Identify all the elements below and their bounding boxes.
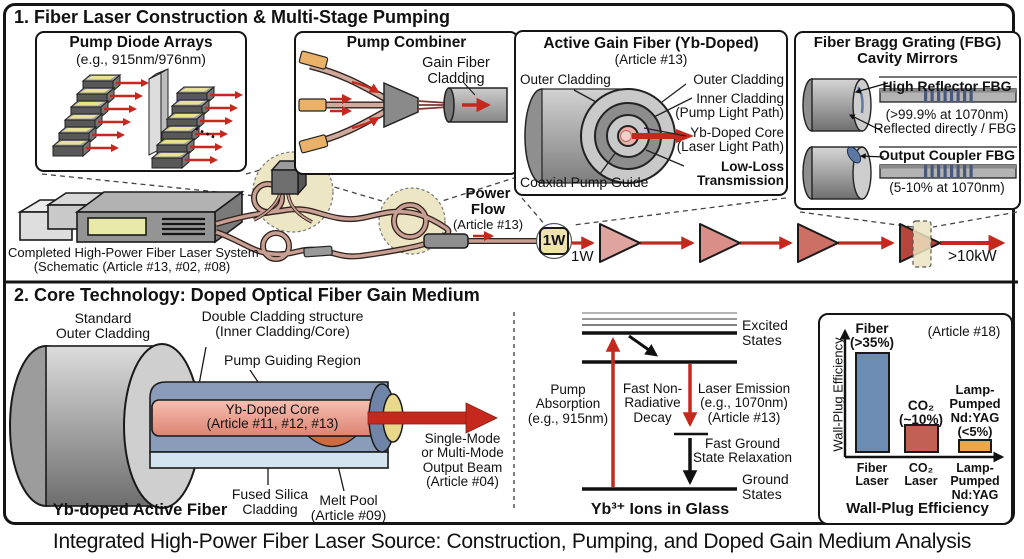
hr-cylinder xyxy=(802,78,872,132)
gain-fiber-drawing xyxy=(524,83,694,184)
yb-ions-caption: Yb³⁺ Ions in Glass xyxy=(590,501,730,518)
excited-states-label: Excited States xyxy=(742,317,788,348)
standard-outer-cladding-label: Standard Outer Cladding xyxy=(55,310,151,341)
fiber-connectors xyxy=(298,50,329,154)
inner-cladding-label: Inner Cladding (Pump Light Path) xyxy=(675,91,784,121)
chart-axes xyxy=(839,328,1005,463)
power-flow-ref: (Article #13) xyxy=(452,217,524,232)
output-beam-arrow xyxy=(367,402,498,434)
high-reflector-label: High Reflector FBG xyxy=(882,78,1012,94)
energy-level-diagram xyxy=(582,312,737,491)
nonradiative-decay-label: Fast Non- Radiative Decay xyxy=(622,381,683,425)
output-power-label: >10kW xyxy=(948,248,997,265)
chart-x-label-ndyag: Lamp- Pumped Nd:YAG xyxy=(950,461,1000,502)
pump-absorption-label: Pump Absorption (e.g., 915nm) xyxy=(527,382,609,426)
oc-cylinder xyxy=(802,146,872,200)
high-reflector-spec: (>99.9% at 1070nm) xyxy=(885,107,1009,122)
power-flow-label: Power Flow xyxy=(465,185,511,219)
splice-and-seed xyxy=(423,222,573,260)
ground-relaxation-label: Fast Ground State Relaxation xyxy=(692,436,793,466)
fiber-cables xyxy=(215,181,537,262)
label-leader-lines xyxy=(573,83,693,175)
gain-fiber-cylinder xyxy=(443,87,508,123)
pump-combiner-box xyxy=(294,31,519,175)
chart-article-ref: (Article #18) xyxy=(927,324,1001,339)
oc-fiber-graphic xyxy=(879,164,1017,179)
section2-title: 2. Core Technology: Doped Optical Fiber … xyxy=(14,285,480,305)
callout-dashed-lines xyxy=(41,159,1018,228)
fbg-separators xyxy=(879,76,1017,148)
system-label: Completed High-Power Fiber Laser System … xyxy=(8,245,259,274)
seed-node-label: 1W xyxy=(542,232,566,249)
output-coupler-spec: (5-10% at 1070nm) xyxy=(889,180,1005,195)
yb-doped-core-label: Yb-Doped Core (Article #11, #12, #13) xyxy=(206,402,339,432)
gain-fiber-cladding-label: Gain Fiber Cladding xyxy=(422,55,490,87)
chart-bar-label-co2: CO₂ (~10%) xyxy=(899,398,943,428)
gain-fiber-title: Active Gain Fiber (Yb-Doped) xyxy=(543,35,759,52)
fiber-cross-section xyxy=(524,88,694,184)
pump-guiding-label: Pump Guiding Region xyxy=(224,352,361,368)
melt-pool-label: Melt Pool (Article #09) xyxy=(310,492,387,523)
chart-bar-fiber xyxy=(855,351,890,453)
high-reflector-note: Reflected directly / FBG xyxy=(873,121,1017,136)
chart-x-label-fiber: Fiber Laser xyxy=(855,461,889,489)
cladding-leader xyxy=(463,82,476,96)
seed-power-label: 1W xyxy=(571,248,594,265)
chart-x-label-co2: CO₂ Laser xyxy=(904,461,938,489)
pump-diode-title: Pump Diode Arrays xyxy=(69,34,213,51)
laser-emission-label: Laser Emission (e.g., 1070nm) (Article #… xyxy=(697,381,791,425)
figure-caption: Integrated High-Power Fiber Laser Source… xyxy=(52,530,972,553)
fused-silica-label: Fused Silica Cladding xyxy=(231,486,309,517)
diode-stack-left xyxy=(51,73,151,158)
fbg-box xyxy=(794,31,1021,210)
amplifier-chain xyxy=(572,220,1006,268)
coaxial-pump-guide-label: Coaxial Pump Guide xyxy=(520,174,649,190)
pump-diode-box xyxy=(35,31,247,172)
low-loss-label: Low-Loss Transmission xyxy=(696,159,784,189)
pump-combiner-title: Pump Combiner xyxy=(346,34,467,51)
output-beam-label: Single-Mode or Multi-Mode Output Beam (A… xyxy=(421,431,504,490)
laser-chassis xyxy=(17,190,245,244)
outer-cladding-right-label: Outer Cladding xyxy=(693,72,784,87)
section1-title: 1. Fiber Laser Construction & Multi-Stag… xyxy=(14,7,451,27)
pump-diode-drawing xyxy=(51,68,245,170)
pump-combiner-drawing xyxy=(298,50,508,154)
double-cladding-label: Double Cladding structure (Inner Claddin… xyxy=(201,308,364,339)
doped-fiber-cutaway xyxy=(9,343,498,509)
pump-flow-arrows xyxy=(330,80,380,130)
gain-fiber-box xyxy=(514,30,788,196)
fbg-leader-arrows xyxy=(848,82,889,160)
hr-fiber-graphic xyxy=(879,88,1017,103)
chart-bar-label-ndyag: Lamp- Pumped Nd:YAG (<5%) xyxy=(949,382,1001,439)
chart-title: Wall-Plug Efficiency xyxy=(846,500,989,517)
chart-bar-label-fiber: Fiber (>35%) xyxy=(850,321,894,351)
diagram-frame xyxy=(3,3,1015,525)
pump-diode-subtitle: (e.g., 915nm/976nm) xyxy=(76,51,206,67)
gain-fiber-subtitle: (Article #13) xyxy=(614,52,688,67)
fbg-drawing xyxy=(802,76,1017,200)
wall-plug-efficiency-chart: (Article #18) Fiber (>35%) CO₂ (~10%) La… xyxy=(818,313,1013,525)
ground-states-label: Ground States xyxy=(742,471,789,502)
chart-bar-ndyag xyxy=(958,438,992,453)
combiner-cone xyxy=(383,81,449,129)
fbg-title: Fiber Bragg Grating (FBG) Cavity Mirrors xyxy=(813,34,1002,68)
output-coupler-label: Output Coupler FBG xyxy=(878,147,1016,163)
outer-cladding-left-label: Outer Cladding xyxy=(520,72,611,87)
yb-core-label: Yb-Doped Core (Laser Light Path) xyxy=(676,125,784,155)
chart-bar-co2 xyxy=(904,424,939,453)
active-fiber-name: Yb-doped Active Fiber xyxy=(52,501,228,519)
chart-y-axis-label: Wall-Plug Efficiency xyxy=(830,337,846,452)
